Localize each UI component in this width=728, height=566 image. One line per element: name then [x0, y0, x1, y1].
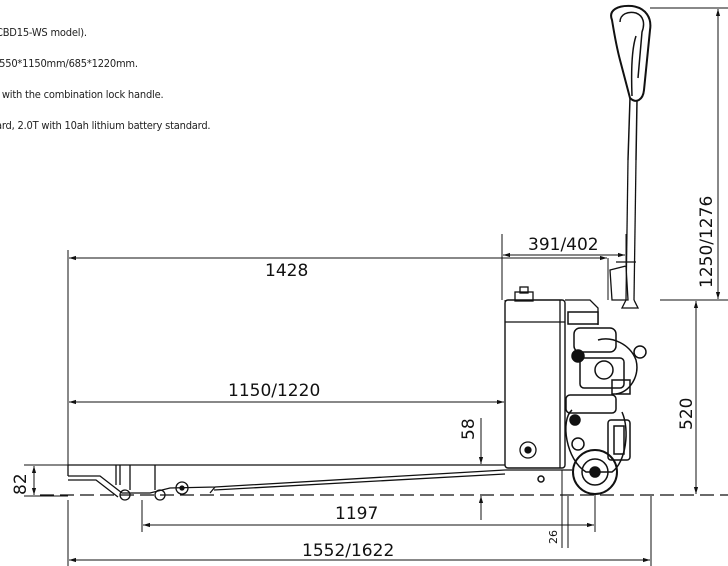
dim-wheelbase: 1197 [335, 504, 378, 524]
dim-body-width: 391/402 [528, 235, 599, 255]
spec-note-2: :550*1150mm/685*1220mm. [0, 57, 138, 70]
drive-unit [537, 311, 647, 495]
dim-overall-length: 1428 [265, 261, 308, 281]
dim-handle-mid-height: 520 [677, 398, 697, 430]
dim-fork-height: 58 [459, 418, 479, 440]
dim-fork-length: 1150/1220 [228, 381, 320, 401]
spec-note-4: ard, 2.0T with 10ah lithium battery stan… [0, 119, 211, 132]
spec-note-1: CBD15-WS model). [0, 26, 87, 39]
dim-ground-clearance: 26 [547, 530, 560, 544]
fork [67, 464, 572, 501]
spec-note-3: , with the combination lock handle. [0, 88, 164, 101]
dim-lowered-height: 82 [11, 473, 31, 495]
dim-handle-height: 1250/1276 [697, 196, 717, 288]
handle [609, 4, 652, 309]
truck-outline [40, 4, 728, 501]
dim-total-length: 1552/1622 [302, 541, 394, 561]
dimension-lines [24, 7, 728, 566]
